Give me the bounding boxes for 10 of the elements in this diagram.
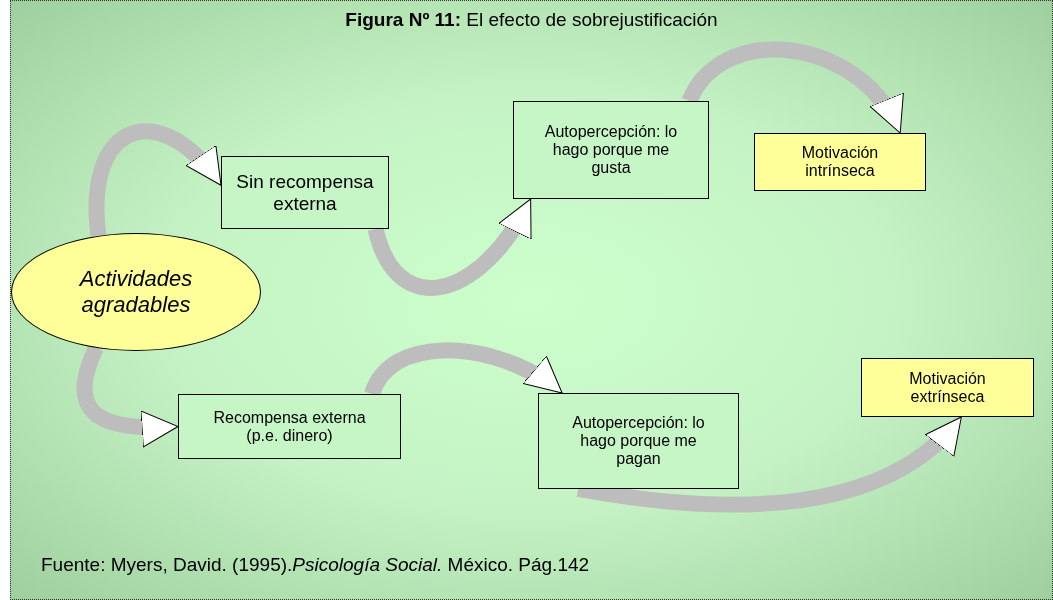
process-box: Autopercepción: lo hago porque me pagan <box>538 393 739 489</box>
source-note: Fuente: Myers, David. (1995).Psicología Social. México. Pág.142 <box>41 554 590 576</box>
process-box: Autopercepción: lo hago porque me gusta <box>513 101 709 199</box>
process-box: Recompensa externa (p.e. dinero) <box>178 394 401 459</box>
result-box: Motivación extrínseca <box>861 358 1034 417</box>
ellipse-node: Actividades agradables <box>11 233 261 351</box>
curved-arrow <box>76 344 179 447</box>
result-box: Motivación intrínseca <box>754 133 926 191</box>
figure-title: Figura Nº 11: El efecto de sobrejustificación <box>344 9 719 31</box>
process-box: Sin recompensa externa <box>221 156 389 229</box>
